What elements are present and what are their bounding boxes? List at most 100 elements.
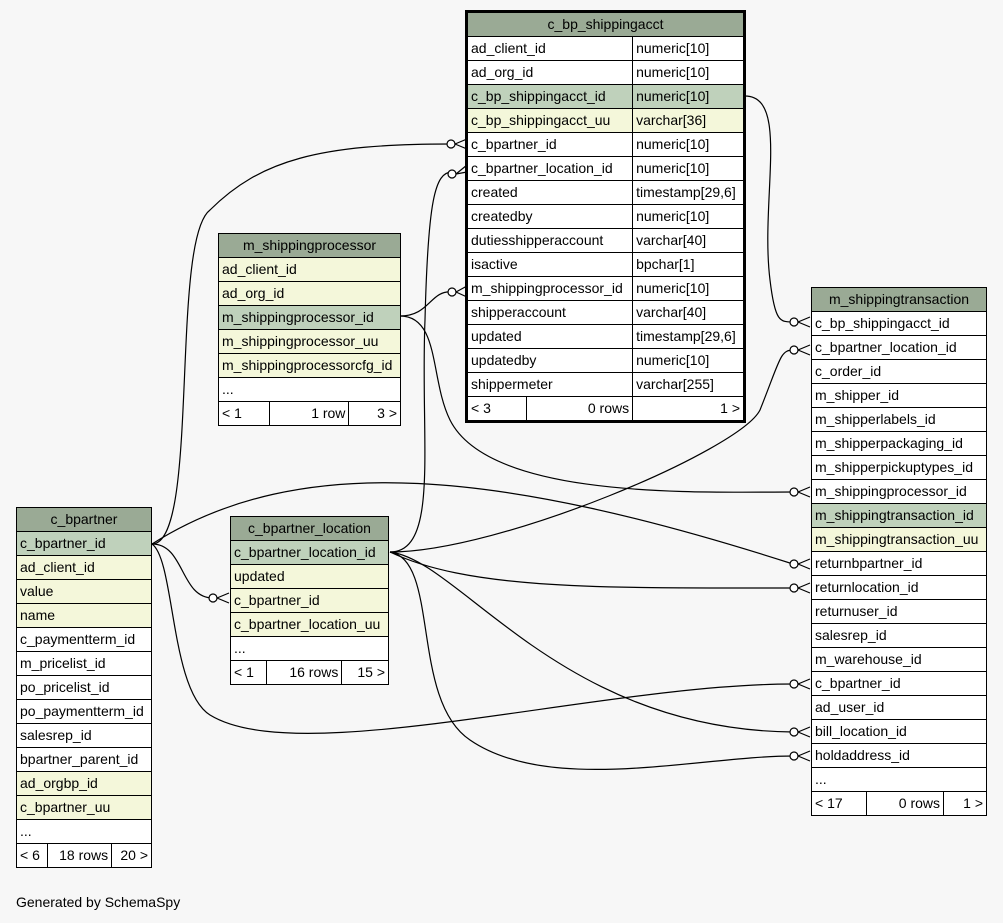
column-row[interactable]: returnuser_id [811, 599, 987, 624]
column-name[interactable]: m_warehouse_id [811, 647, 987, 672]
column-row[interactable]: bpartner_parent_id [16, 747, 152, 772]
column-name[interactable]: po_paymentterm_id [16, 699, 152, 724]
column-row[interactable]: bill_location_id [811, 719, 987, 744]
column-row[interactable]: returnlocation_id [811, 575, 987, 600]
column-name[interactable]: m_pricelist_id [16, 651, 152, 676]
column-row[interactable]: m_shipper_id [811, 383, 987, 408]
column-name[interactable]: bill_location_id [811, 719, 987, 744]
column-row[interactable]: c_bpartner_location_id [230, 540, 389, 565]
column-name[interactable]: value [16, 579, 152, 604]
column-name[interactable]: name [16, 603, 152, 628]
parents-link[interactable]: < 1 [229, 660, 268, 685]
column-row[interactable]: ad_orgbp_id [16, 771, 152, 796]
column-name[interactable]: c_bp_shippingacct_id [811, 311, 987, 336]
column-name[interactable]: createdby [466, 204, 634, 229]
column-row[interactable]: ... [811, 767, 987, 792]
table-m-shippingtransaction[interactable]: m_shippingtransaction c_bp_shippingacct_… [810, 287, 987, 816]
column-name[interactable]: updatedby [466, 348, 634, 373]
column-name[interactable]: m_shipperpackaging_id [811, 431, 987, 456]
column-row[interactable]: ad_org_id [218, 281, 401, 306]
column-row[interactable]: po_pricelist_id [16, 675, 152, 700]
column-row[interactable]: m_shippingprocessor_id [811, 479, 987, 504]
column-row[interactable]: ... [218, 377, 401, 402]
column-row[interactable]: c_bpartner_id [811, 671, 987, 696]
column-name[interactable]: po_pricelist_id [16, 675, 152, 700]
column-row[interactable]: c_order_id [811, 359, 987, 384]
column-row[interactable]: po_paymentterm_id [16, 699, 152, 724]
column-name[interactable]: c_bpartner_id [230, 588, 389, 613]
column-name[interactable]: ad_org_id [466, 60, 634, 85]
table-title[interactable]: m_shippingtransaction [811, 287, 987, 312]
column-name[interactable]: c_bpartner_id [16, 531, 152, 556]
column-row[interactable]: m_shippingtransaction_uu [811, 527, 987, 552]
column-name[interactable]: ad_client_id [218, 257, 401, 282]
column-row[interactable]: name [16, 603, 152, 628]
column-row[interactable]: returnbpartner_id [811, 551, 987, 576]
column-name[interactable]: m_shipperpickuptypes_id [811, 455, 987, 480]
column-row[interactable]: holdaddress_id [811, 743, 987, 768]
more-columns-ellipsis[interactable]: ... [811, 767, 987, 792]
column-name[interactable]: ad_orgbp_id [16, 771, 152, 796]
column-row[interactable]: value [16, 579, 152, 604]
column-name[interactable]: ad_client_id [16, 555, 152, 580]
column-row[interactable]: m_shippingprocessor_uu [218, 329, 401, 354]
more-columns-ellipsis[interactable]: ... [230, 636, 389, 661]
children-link[interactable]: 1 > [632, 396, 744, 421]
column-name[interactable]: m_shippingprocessorcfg_id [218, 353, 401, 378]
column-name[interactable]: isactive [466, 252, 634, 277]
column-row[interactable]: ad_client_id [16, 555, 152, 580]
column-row[interactable]: m_shipperpackaging_id [811, 431, 987, 456]
parents-link[interactable]: < 1 [217, 401, 271, 426]
column-name[interactable]: c_bpartner_location_id [466, 156, 634, 181]
children-link[interactable]: 3 > [348, 401, 401, 426]
column-name[interactable]: c_bpartner_location_id [811, 335, 987, 360]
column-row[interactable]: c_bpartner_id [230, 588, 389, 613]
column-name[interactable]: dutiesshipperaccount [466, 228, 634, 253]
column-row[interactable]: c_bp_shippingacct_id [811, 311, 987, 336]
column-name[interactable]: c_bpartner_id [466, 132, 634, 157]
column-name[interactable]: c_bp_shippingacct_uu [466, 108, 634, 133]
column-name[interactable]: c_bpartner_uu [16, 795, 152, 820]
column-row[interactable]: c_paymentterm_id [16, 627, 152, 652]
column-row[interactable]: c_bpartner_id [16, 531, 152, 556]
table-title[interactable]: c_bpartner_location [230, 516, 389, 541]
more-columns-ellipsis[interactable]: ... [16, 819, 152, 844]
column-row[interactable]: m_shipperlabels_id [811, 407, 987, 432]
parents-link[interactable]: < 17 [810, 791, 868, 816]
children-link[interactable]: 15 > [341, 660, 389, 685]
table-title[interactable]: c_bpartner [16, 507, 152, 532]
children-link[interactable]: 20 > [111, 843, 152, 868]
table-c-bpartner-location[interactable]: c_bpartner_location c_bpartner_location_… [229, 516, 389, 685]
column-name[interactable]: c_bpartner_id [811, 671, 987, 696]
column-name[interactable]: m_shippingprocessor_uu [218, 329, 401, 354]
column-name[interactable]: m_shipper_id [811, 383, 987, 408]
column-row[interactable]: salesrep_id [811, 623, 987, 648]
column-name[interactable]: c_order_id [811, 359, 987, 384]
column-row[interactable]: m_shipperpickuptypes_id [811, 455, 987, 480]
column-name[interactable]: m_shippingprocessor_id [218, 305, 401, 330]
table-title[interactable]: c_bp_shippingacct [467, 12, 744, 37]
column-name[interactable]: m_shippingtransaction_id [811, 503, 987, 528]
column-name[interactable]: ad_user_id [811, 695, 987, 720]
column-name[interactable]: c_bpartner_location_uu [230, 612, 389, 637]
column-row[interactable]: ad_client_id [218, 257, 401, 282]
column-row[interactable]: salesrep_id [16, 723, 152, 748]
column-name[interactable]: c_bp_shippingacct_id [466, 84, 634, 109]
column-row[interactable]: m_warehouse_id [811, 647, 987, 672]
column-row[interactable]: c_bpartner_location_id [811, 335, 987, 360]
column-name[interactable]: returnlocation_id [811, 575, 987, 600]
column-name[interactable]: salesrep_id [16, 723, 152, 748]
column-row[interactable]: ad_user_id [811, 695, 987, 720]
